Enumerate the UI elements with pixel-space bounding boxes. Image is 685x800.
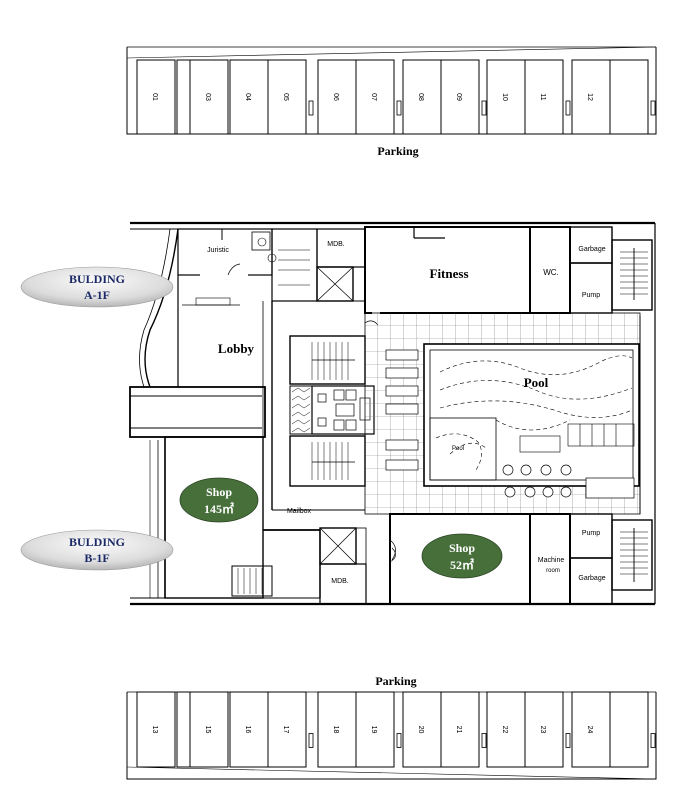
parking-space	[440, 691, 480, 768]
room-label-mailbox: Mailbox	[287, 508, 312, 515]
room-label-pool-small: Pool	[452, 446, 464, 452]
room-label-lobby: Lobby	[218, 341, 255, 356]
parking-top-stalls: 010203040506070809101112	[136, 59, 656, 135]
wheel-stop	[565, 100, 571, 116]
parking-space-number: 13	[151, 726, 158, 734]
parking-space	[524, 59, 564, 135]
parking-space-number: 03	[204, 93, 211, 101]
parking-space	[571, 691, 611, 768]
building-label-b: BULDING B-1F	[20, 529, 174, 571]
parking-space-number: 10	[501, 93, 508, 101]
parking-space-number: 09	[455, 93, 462, 101]
building-a-line2: A-1F	[84, 288, 110, 302]
parking-space-number: 18	[332, 726, 339, 734]
parking-space-number: 07	[370, 93, 377, 101]
parking-space-number: 16	[244, 726, 251, 734]
room-label-mdb-top: MDB.	[327, 241, 345, 248]
parking-space	[524, 691, 564, 768]
parking-space	[571, 59, 611, 135]
parking-bottom: 131415161718192021222324 Parking	[126, 674, 657, 780]
parking-space-number: 21	[455, 726, 462, 734]
parking-space-number: 22	[501, 726, 508, 734]
parking-space	[355, 59, 395, 135]
parking-space	[189, 59, 229, 135]
wheel-stop	[481, 100, 487, 116]
shop-badge-52: Shop 52㎡	[421, 533, 503, 579]
room-label-fitness: Fitness	[430, 266, 469, 281]
wheel-stop	[308, 733, 314, 748]
room-label-mdb-bottom: MDB.	[331, 578, 349, 585]
parking-space-number: 24	[586, 726, 593, 734]
shop-145-area: 145㎡	[204, 501, 234, 516]
parking-top-label: Parking	[377, 144, 418, 158]
room-label-juristic: Juristic	[207, 247, 229, 254]
pool-deck	[364, 312, 641, 515]
parking-space-number: 17	[282, 726, 289, 734]
wheel-stop	[396, 733, 402, 748]
parking-space	[609, 59, 649, 135]
room-label-pump-bottom: Pump	[582, 530, 600, 537]
south-wing	[164, 436, 653, 605]
room-label-pump-top: Pump	[582, 292, 600, 299]
wheel-stop	[650, 733, 656, 748]
parking-space	[136, 691, 176, 768]
parking-top: 010203040506070809101112 Parking	[126, 46, 657, 158]
building-a-line1: BULDING	[69, 272, 125, 286]
room-label-garbage-bottom: Garbage	[578, 575, 605, 582]
parking-space-number: 12	[586, 93, 593, 101]
parking-space	[609, 691, 649, 768]
parking-space-number: 01	[151, 93, 158, 101]
north-wing	[177, 226, 653, 326]
parking-bottom-label: Parking	[375, 674, 416, 688]
parking-space-number: 20	[417, 726, 424, 734]
parking-space	[189, 691, 229, 768]
parking-bottom-stalls: 131415161718192021222324	[136, 691, 656, 768]
parking-space-number: 06	[332, 93, 339, 101]
shop-52-title: Shop	[449, 541, 475, 555]
parking-space-number: 05	[282, 93, 289, 101]
parking-space-number: 19	[370, 726, 377, 734]
room-label-garbage-top: Garbage	[578, 246, 605, 253]
parking-space	[136, 59, 176, 135]
room-label-machine: Machine	[538, 557, 565, 564]
wheel-stop	[396, 100, 402, 116]
parking-space	[355, 691, 395, 768]
room-label-pool: Pool	[524, 375, 549, 390]
parking-space-number: 04	[244, 93, 251, 101]
wheel-stop	[650, 100, 656, 116]
building-label-a: BULDING A-1F	[20, 266, 174, 308]
parking-space	[402, 59, 442, 135]
shop-badge-145: Shop 145㎡	[179, 477, 259, 523]
parking-space	[229, 59, 269, 135]
building-b-line2: B-1F	[84, 551, 109, 565]
room-label-machine-room: room	[546, 568, 560, 574]
room-labels: Juristic MDB. Fitness WC. Garbage Pump L…	[207, 241, 606, 585]
parking-space	[317, 59, 357, 135]
parking-space-number: 08	[417, 93, 424, 101]
parking-space	[317, 691, 357, 768]
parking-space	[486, 59, 526, 135]
wheel-stop	[481, 733, 487, 748]
parking-space-number: 15	[204, 726, 211, 734]
wheel-stop	[565, 733, 571, 748]
parking-space-number: 11	[539, 93, 546, 100]
parking-space	[267, 691, 307, 768]
parking-space-number: 23	[539, 726, 546, 734]
parking-space	[440, 59, 480, 135]
shop-145-title: Shop	[206, 485, 232, 499]
room-label-wc: WC.	[543, 268, 559, 277]
shop-52-area: 52㎡	[450, 557, 474, 572]
parking-space	[267, 59, 307, 135]
building-b-line1: BULDING	[69, 535, 125, 549]
wheel-stop	[308, 100, 314, 116]
